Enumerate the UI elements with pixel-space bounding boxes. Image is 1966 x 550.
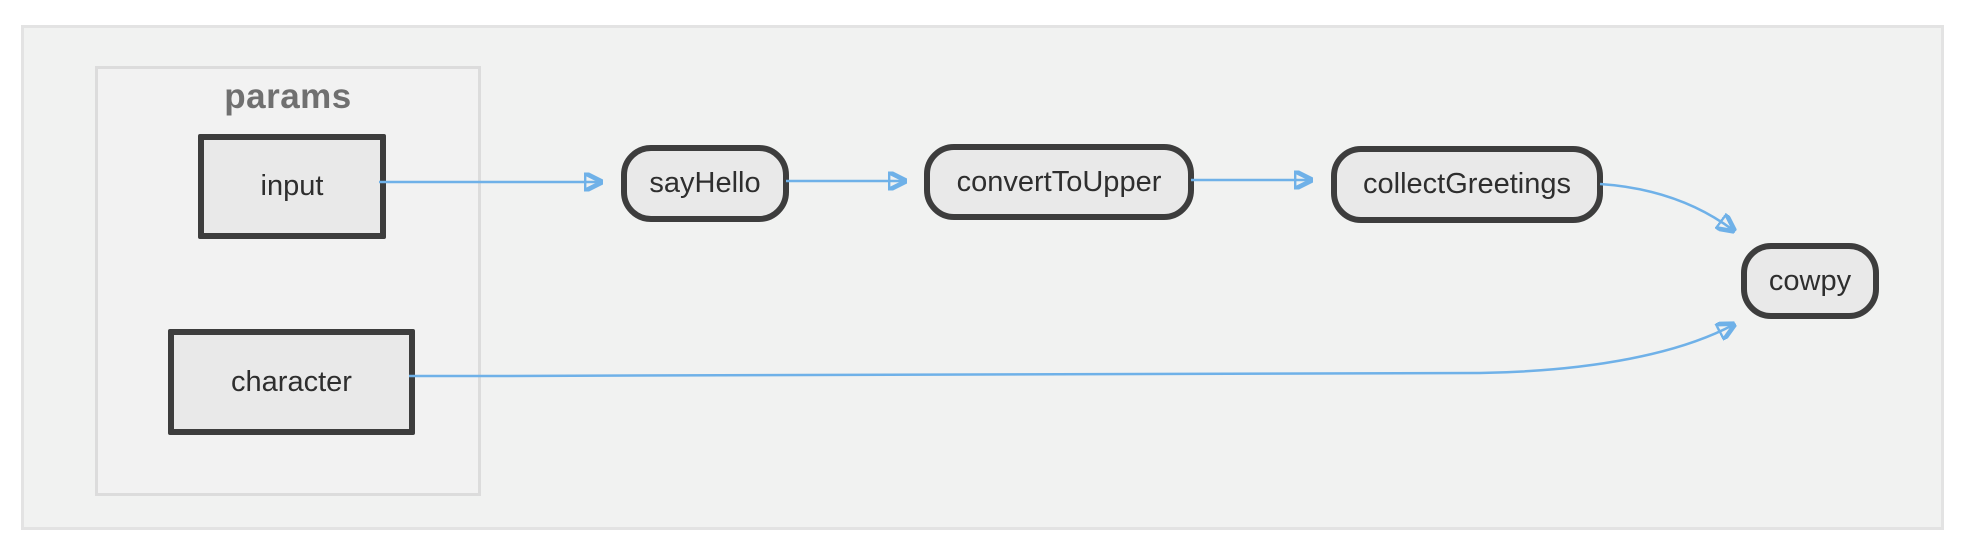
node-collectgreetings[interactable]: collectGreetings	[1331, 146, 1603, 223]
node-sayhello[interactable]: sayHello	[621, 145, 789, 222]
node-cowpy-label: cowpy	[1768, 264, 1852, 297]
node-character-label: character	[231, 365, 352, 398]
flow-frame: params input character sayHello convertT…	[21, 25, 1944, 530]
params-group-label: params	[224, 77, 352, 116]
node-input[interactable]: input	[198, 134, 386, 239]
node-converttoupper[interactable]: convertToUpper	[924, 144, 1194, 220]
node-input-label: input	[260, 170, 324, 202]
params-group: params input character	[95, 66, 481, 496]
node-converttoupper-label: convertToUpper	[956, 165, 1162, 198]
node-sayhello-label: sayHello	[649, 167, 761, 199]
node-cowpy[interactable]: cowpy	[1741, 243, 1879, 319]
node-collectgreetings-label: collectGreetings	[1363, 168, 1571, 200]
node-character[interactable]: character	[168, 329, 415, 435]
